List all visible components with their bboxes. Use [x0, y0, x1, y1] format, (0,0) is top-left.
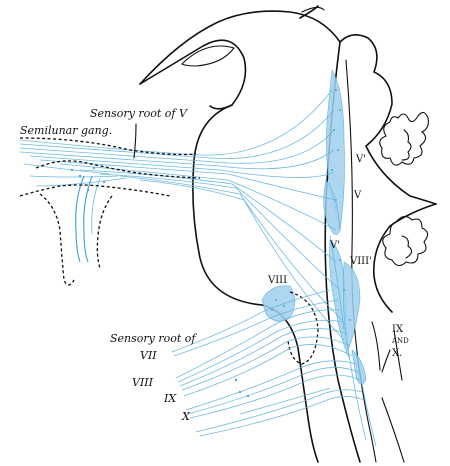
label-viii: VIII	[132, 376, 154, 389]
label-viii-prime: VIII'	[349, 256, 372, 267]
label-sensory-root-of: Sensory root of	[110, 332, 197, 345]
label-ix-and-x-x: X.	[392, 348, 402, 359]
label-semilunar-gang: Semilunar gang.	[20, 124, 112, 137]
label-x: X	[181, 410, 191, 423]
brainstem-outline	[139, 5, 437, 463]
leader-lines	[133, 123, 391, 373]
trigeminal-fibers	[19, 89, 345, 341]
label-ix: IX	[163, 392, 177, 405]
label-v-prime-top: V'	[355, 154, 366, 165]
label-v: V	[353, 190, 362, 201]
semilunar-ganglion-outline	[19, 137, 319, 365]
cerebellar-folia	[379, 111, 429, 267]
stipple-dots	[70, 89, 351, 398]
label-sensory-root-v: Sensory root of V	[90, 107, 188, 120]
label-vii: VII	[140, 349, 157, 362]
label-v-prime-low: V'	[329, 240, 340, 251]
label-ix-and-x-and: AND	[391, 337, 409, 345]
label-ix-and-x-ix: IX	[392, 324, 404, 335]
label-viii-nucleus: VIII	[267, 275, 287, 286]
lower-nerve-fibers	[171, 235, 377, 447]
labels: Sensory root of V Semilunar gang. V' V V…	[20, 107, 409, 423]
